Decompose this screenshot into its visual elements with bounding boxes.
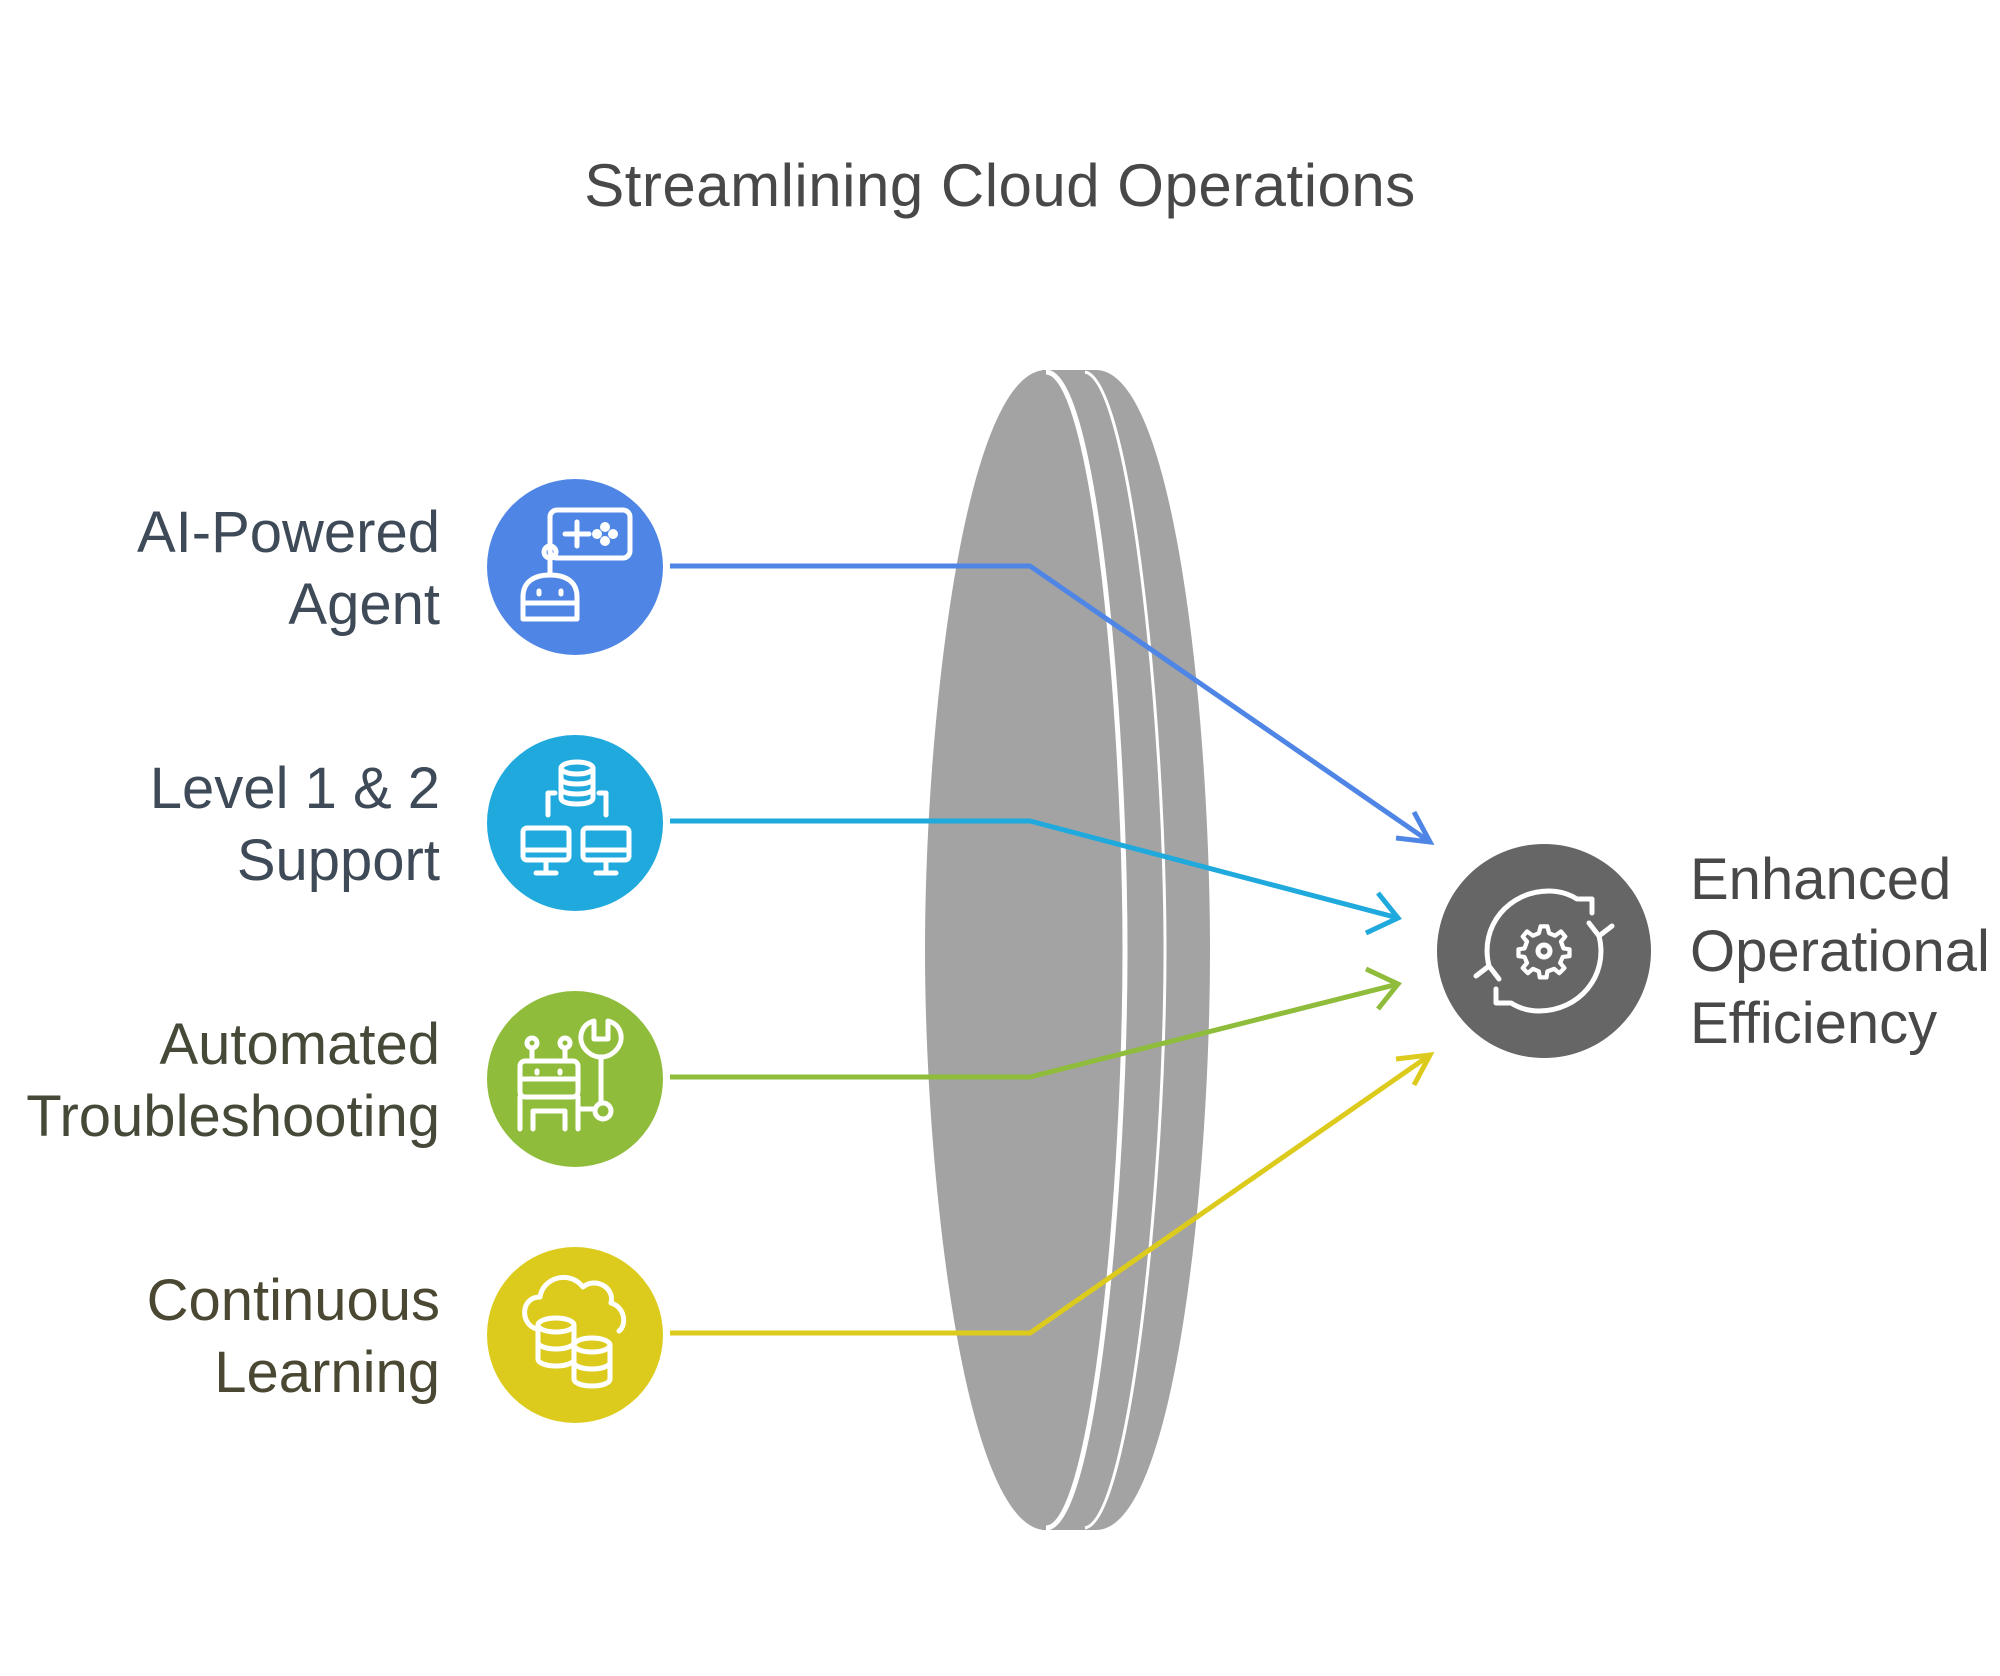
- arrow-line-troubleshooting: [670, 981, 1399, 1080]
- output-label: Enhanced Operational Efficiency: [1690, 847, 1990, 1056]
- arrow-0: [670, 563, 1435, 846]
- arrowhead-ai-agent: [1395, 810, 1435, 846]
- arrowhead-support: [1364, 891, 1402, 936]
- arrow-line-support: [670, 818, 1399, 921]
- input-node-support: [487, 735, 663, 911]
- robot-gamepad-icon: [520, 507, 633, 622]
- lens-rim-highlight: [1045, 369, 1128, 1531]
- arrow-3: [670, 1051, 1435, 1336]
- arrowhead-learning: [1395, 1051, 1435, 1087]
- input-label-troubleshooting: Automated Troubleshooting: [26, 1012, 440, 1149]
- arrowhead-troubleshooting: [1364, 966, 1402, 1011]
- arrow-line-ai-agent: [670, 563, 1432, 845]
- arrow-1: [670, 818, 1402, 936]
- input-node-troubleshooting: [487, 991, 663, 1167]
- input-label-learning: Continuous Learning: [146, 1268, 440, 1405]
- lens-rim-highlight-inner: [1084, 370, 1167, 1530]
- input-node-ai-agent: [487, 479, 663, 655]
- input-label-ai-agent: AI-Powered Agent: [136, 500, 440, 637]
- gear-cycle-icon: [1473, 888, 1615, 1014]
- lens-shape: [925, 369, 1210, 1531]
- diagram-title: Streamlining Cloud Operations: [584, 152, 1416, 219]
- database-network-icon: [520, 759, 632, 876]
- arrow-2: [670, 966, 1402, 1080]
- arrow-line-learning: [670, 1052, 1432, 1336]
- output-node: [1437, 844, 1651, 1058]
- input-node-learning: [487, 1247, 663, 1423]
- cloud-database-icon: [522, 1275, 627, 1389]
- input-label-support: Level 1 & 2 Support: [149, 756, 440, 893]
- robot-wrench-icon: [517, 1018, 624, 1132]
- lens-front: [925, 370, 1125, 1530]
